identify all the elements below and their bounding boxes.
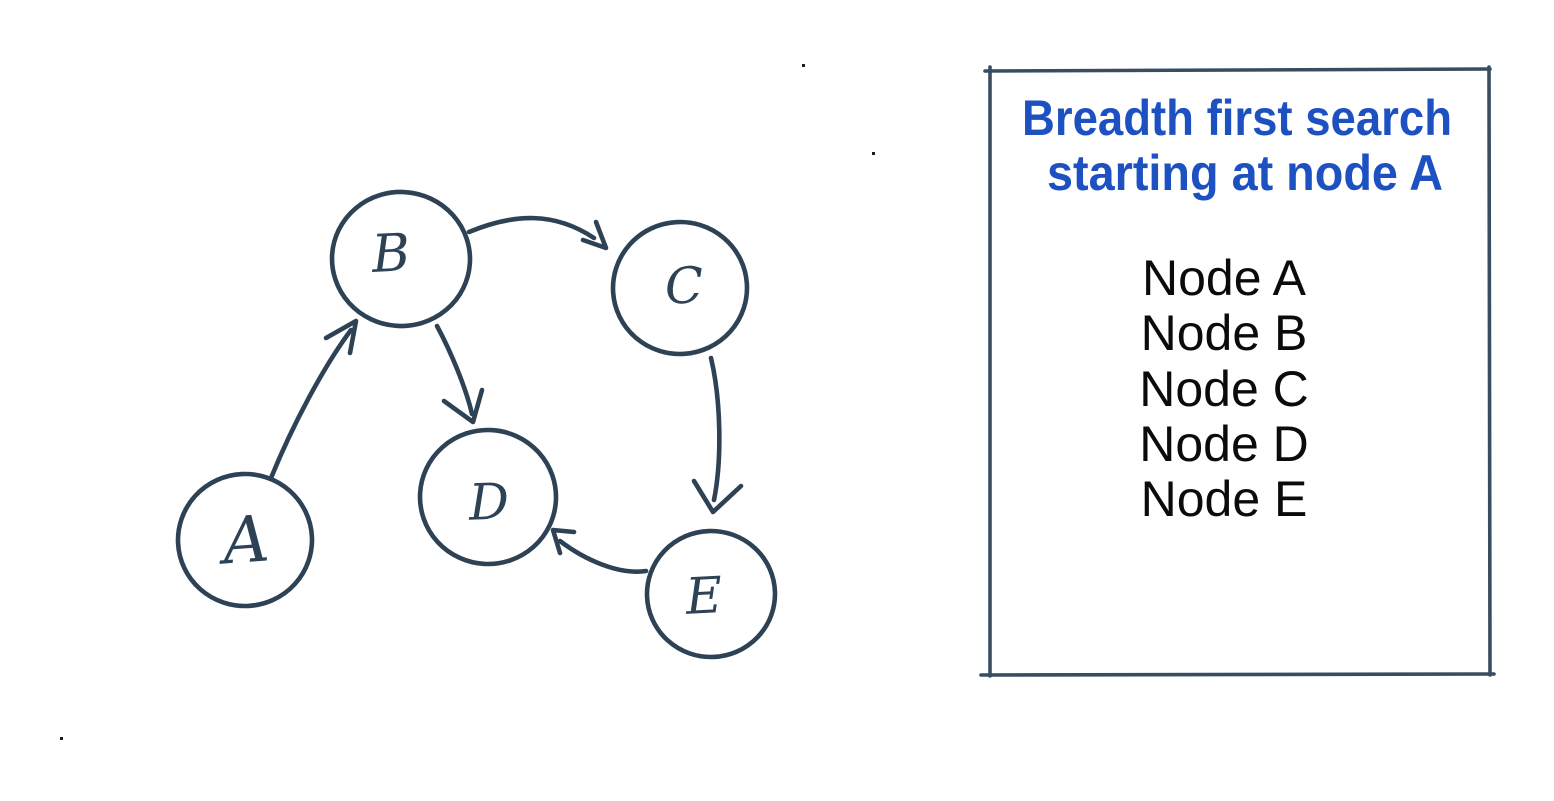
node-e-label: E	[683, 566, 723, 626]
stray-ink-dot	[872, 152, 875, 155]
bfs-order-item-1: Node A	[1142, 250, 1307, 306]
node-c-circle	[610, 219, 750, 357]
edge-b-to-c-shaft	[466, 215, 597, 241]
bfs-order-item-4: Node D	[1139, 416, 1309, 472]
graph-node-c: C	[610, 219, 750, 357]
bfs-order-item-2: Node B	[1141, 305, 1308, 361]
node-d-label: D	[467, 472, 510, 531]
node-a-label: A	[215, 502, 271, 579]
edge-e-to-d-arrowhead-icon	[550, 527, 577, 556]
panel-border-right	[1487, 65, 1492, 677]
graph-node-d: D	[417, 427, 559, 567]
panel-title-line-1: Breadth first search	[1022, 90, 1452, 146]
graph-drawing: A B C D E	[175, 189, 778, 660]
bfs-result-panel: Breadth first search starting at node A …	[979, 65, 1496, 678]
node-d-circle	[417, 427, 559, 567]
node-c-label: C	[664, 256, 704, 315]
edge-c-to-e-shaft	[708, 355, 722, 503]
node-b-label: B	[369, 223, 411, 285]
node-b-circle	[329, 189, 473, 329]
edge-b-to-c	[466, 215, 609, 251]
stray-ink-dot	[60, 737, 63, 740]
graph-node-e: E	[644, 528, 778, 660]
edge-a-to-b	[268, 318, 359, 481]
edge-e-to-d	[550, 527, 649, 574]
edge-b-to-d	[434, 323, 485, 425]
graph-node-b: B	[329, 189, 473, 329]
edge-e-to-d-shaft	[557, 538, 649, 574]
node-a-circle	[175, 471, 315, 609]
bfs-order-item-3: Node C	[1139, 361, 1309, 417]
edge-a-to-b-shaft	[268, 327, 354, 481]
panel-border-bottom	[979, 672, 1496, 677]
graph-node-a: A	[175, 471, 315, 609]
edge-b-to-c-arrowhead-icon	[580, 219, 609, 251]
panel-title-line-2: starting at node A	[1047, 145, 1443, 201]
edge-c-to-e-arrowhead-icon	[691, 478, 744, 515]
edge-b-to-d-arrowhead-icon	[441, 387, 485, 425]
stray-ink-dot	[802, 64, 805, 67]
panel-border-top	[983, 67, 1492, 73]
node-e-circle	[644, 528, 778, 660]
edge-c-to-e	[691, 355, 744, 515]
edge-b-to-d-shaft	[434, 323, 475, 417]
bfs-order-item-5: Node E	[1141, 471, 1308, 527]
edge-a-to-b-arrowhead-icon	[323, 318, 359, 356]
